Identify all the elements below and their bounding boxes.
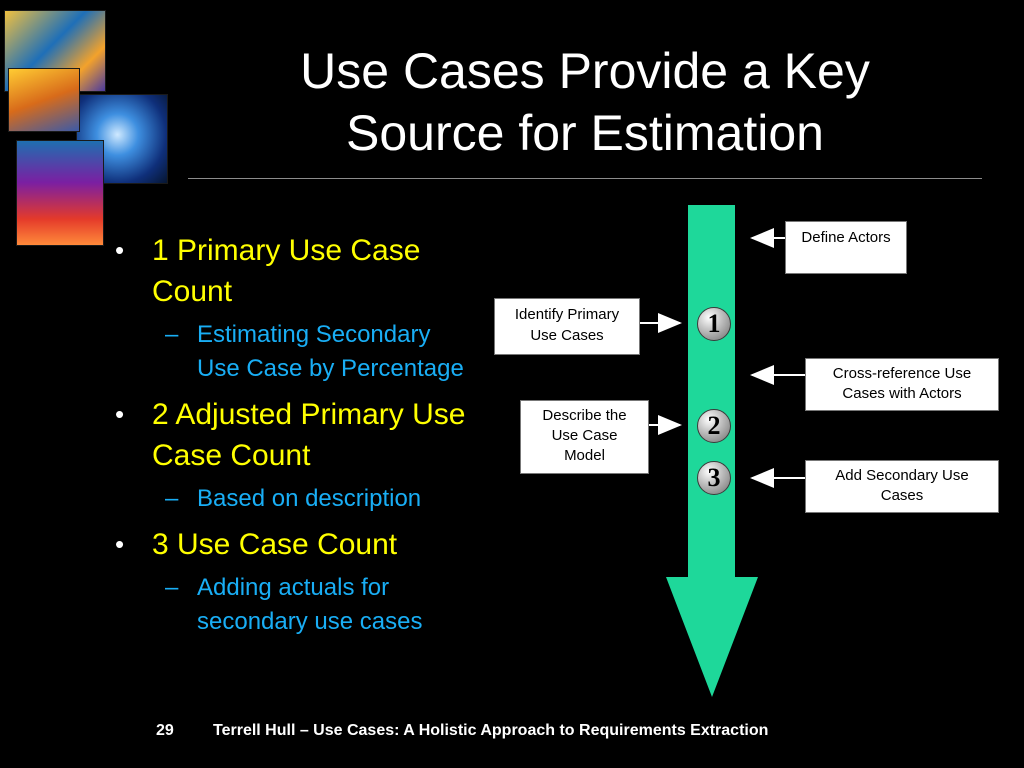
bullet-glyph: •	[115, 529, 125, 559]
bullet-list: • 1 Primary Use Case Count – Estimating …	[115, 230, 525, 647]
process-flow-arrow	[666, 205, 758, 697]
bullet-glyph: •	[115, 235, 125, 265]
bullet-2-line-1: 2 Adjusted Primary Use	[152, 398, 466, 431]
title-divider	[188, 178, 982, 179]
decorative-collage	[0, 0, 170, 246]
page-number: 29	[156, 722, 174, 739]
sub-bullet-1-line-2: Use Case by Percentage	[197, 355, 464, 382]
box-define-line-1: Define Actors	[801, 229, 891, 246]
box-describe-line-1: Describe the	[542, 407, 627, 424]
slide-title: Use Cases Provide a Key Source for Estim…	[190, 40, 980, 164]
step-2-marker: 2	[697, 409, 731, 443]
box-add-secondary: Add Secondary Use Cases	[805, 460, 999, 513]
sub-bullet-3: – Adding actuals for secondary use cases	[115, 571, 525, 639]
box-add-line-1: Add Secondary Use	[835, 467, 969, 484]
footer-text: Terrell Hull – Use Cases: A Holistic App…	[213, 722, 769, 739]
sub-bullet-1: – Estimating Secondary Use Case by Perce…	[115, 318, 525, 386]
box-identify-line-1: Identify Primary	[514, 306, 620, 323]
box-describe-model: Describe the Use Case Model	[520, 400, 649, 474]
bullet-item-2: • 2 Adjusted Primary Use Case Count	[115, 394, 525, 476]
box-describe-line-3: Model	[564, 447, 605, 464]
bullet-1-line-1: 1 Primary Use Case	[152, 234, 421, 267]
sub-bullet-1-line-1: Estimating Secondary	[197, 321, 431, 348]
bullet-2-line-2: Case Count	[152, 439, 311, 472]
title-line-2: Source for Estimation	[346, 105, 824, 161]
dash-glyph: –	[165, 321, 179, 348]
box-describe-line-2: Use Case	[551, 427, 618, 444]
step-3-marker: 3	[697, 461, 731, 495]
box-cross-line-2: Cases with Actors	[842, 385, 962, 402]
bullet-1-line-2: Count	[152, 275, 233, 308]
collage-tile-orange	[8, 68, 80, 132]
bullet-glyph: •	[115, 399, 125, 429]
collage-tile-circuit	[16, 140, 104, 246]
box-identify-line-2: Use Cases	[530, 327, 604, 344]
box-cross-line-1: Cross-reference Use	[832, 365, 972, 382]
bullet-item-3: • 3 Use Case Count	[115, 524, 525, 565]
sub-bullet-2: – Based on description	[115, 482, 525, 516]
bullet-item-1: • 1 Primary Use Case Count	[115, 230, 525, 312]
sub-bullet-3-line-1: Adding actuals for	[197, 574, 390, 601]
dash-glyph: –	[165, 574, 179, 601]
slide-footer: 29 Terrell Hull – Use Cases: A Holistic …	[0, 722, 1024, 742]
box-identify-primary: Identify Primary Use Cases	[494, 298, 640, 355]
box-define-actors: Define Actors	[785, 221, 907, 274]
step-1-marker: 1	[697, 307, 731, 341]
dash-glyph: –	[165, 485, 179, 512]
title-line-1: Use Cases Provide a Key	[300, 43, 870, 99]
sub-bullet-2-line-1: Based on description	[197, 485, 422, 512]
sub-bullet-3-line-2: secondary use cases	[197, 608, 423, 635]
box-cross-reference: Cross-reference Use Cases with Actors	[805, 358, 999, 411]
bullet-3-line-1: 3 Use Case Count	[152, 528, 398, 561]
box-add-line-2: Cases	[880, 487, 924, 504]
